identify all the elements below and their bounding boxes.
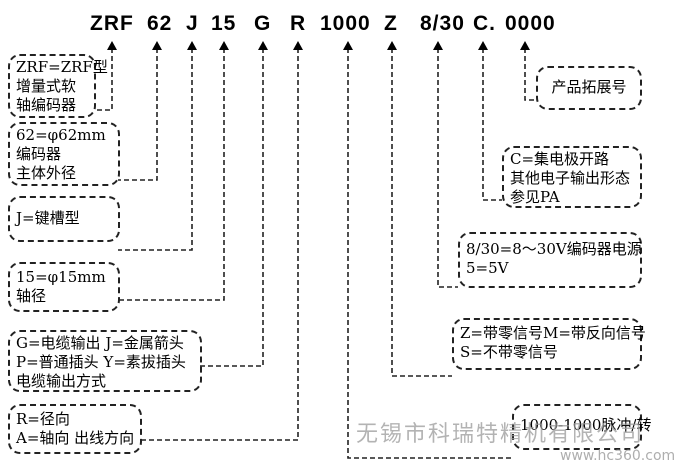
box-connector-line: P=普通插头 Y=素拔插头 bbox=[16, 353, 186, 371]
box-connector-line: G=电缆输出 J=金属箭头 bbox=[16, 334, 184, 352]
line-r bbox=[140, 48, 299, 441]
line-62 bbox=[118, 48, 158, 181]
box-connector: G=电缆输出 J=金属箭头 P=普通插头 Y=素拔插头 电缆输出方式 bbox=[8, 330, 202, 392]
box-zero-line: Z=带零信号M=带反向信号 bbox=[460, 324, 646, 342]
arrow-c bbox=[478, 41, 488, 50]
box-zero-line: S=不带零信号 bbox=[460, 343, 558, 361]
box-output-line: 其他电子输出形态 bbox=[510, 169, 631, 187]
code-c: C. bbox=[473, 12, 496, 35]
box-extension-line: 产品拓展号 bbox=[551, 78, 627, 96]
box-diameter-line: 主体外径 bbox=[16, 164, 77, 182]
box-voltage: 8/30=8～30V编码器电源 5=5V bbox=[458, 232, 642, 288]
box-outlet-line: A=轴向 出线方向 bbox=[16, 429, 135, 447]
code-zrf: ZRF bbox=[90, 12, 134, 35]
box-voltage-line: 8/30=8～30V编码器电源 bbox=[466, 240, 642, 258]
box-zrf-line: 轴编码器 bbox=[16, 96, 77, 114]
box-shaft-line: 轴径 bbox=[16, 287, 47, 305]
arrow-z bbox=[387, 41, 397, 50]
box-zero-signal: Z=带零信号M=带反向信号 S=不带零信号 bbox=[452, 318, 646, 370]
arrow-ext bbox=[520, 41, 530, 50]
box-keyway-line: J=键槽型 bbox=[16, 209, 80, 227]
arrowheads bbox=[107, 41, 530, 50]
connector-lines bbox=[95, 41, 536, 459]
arrow-r bbox=[293, 41, 303, 50]
box-zrf-type: ZRF=ZRF型 增量式软 轴编码器 bbox=[8, 54, 108, 118]
box-voltage-line: 5=5V bbox=[466, 259, 509, 277]
box-zrf-line: ZRF=ZRF型 bbox=[16, 58, 108, 76]
line-z bbox=[391, 48, 452, 377]
box-shaft-line: 15=φ15mm bbox=[16, 268, 106, 286]
arrow-zrf bbox=[107, 41, 117, 50]
line-1000 bbox=[347, 48, 512, 459]
box-output-line: C=集电极开路 bbox=[510, 150, 610, 168]
box-pulses: 1000-1000脉冲/转 bbox=[512, 404, 652, 450]
line-voltage bbox=[437, 48, 458, 288]
box-diameter-line: 62=φ62mm bbox=[16, 126, 106, 144]
watermark-site: www.hc360.com bbox=[560, 448, 675, 464]
code-g: G bbox=[254, 12, 272, 35]
arrow-15 bbox=[219, 41, 229, 50]
code-15: 15 bbox=[211, 12, 237, 35]
code-62: 62 bbox=[147, 12, 173, 35]
arrow-62 bbox=[152, 41, 162, 50]
line-c bbox=[482, 48, 502, 201]
code-z: Z bbox=[384, 12, 398, 35]
box-extension: 产品拓展号 bbox=[536, 66, 642, 110]
arrow-j bbox=[187, 41, 197, 50]
box-pulses-line: 1000-1000脉冲/转 bbox=[520, 416, 652, 434]
arrow-1000 bbox=[343, 41, 353, 50]
line-j bbox=[118, 48, 193, 251]
box-outlet-line: R=径向 bbox=[16, 410, 70, 428]
code-j: J bbox=[186, 12, 199, 35]
box-diameter: 62=φ62mm 编码器 主体外径 bbox=[8, 122, 120, 186]
watermark-text: 无锡市科瑞特精机有限公司 bbox=[356, 422, 645, 447]
code-r: R bbox=[290, 12, 307, 35]
box-output-line: 参见PA bbox=[510, 188, 560, 206]
box-outlet-direction: R=径向 A=轴向 出线方向 bbox=[8, 404, 142, 454]
code-1000: 1000 bbox=[320, 12, 371, 35]
arrow-voltage bbox=[433, 41, 443, 50]
box-zrf-line: 增量式软 bbox=[16, 77, 77, 95]
line-ext bbox=[524, 48, 536, 101]
box-connector-line: 电缆输出方式 bbox=[16, 372, 107, 390]
line-g bbox=[200, 48, 264, 367]
box-keyway: J=键槽型 bbox=[8, 196, 120, 242]
box-shaft-diameter: 15=φ15mm 轴径 bbox=[8, 262, 120, 312]
box-diameter-line: 编码器 bbox=[16, 145, 62, 163]
arrow-g bbox=[258, 41, 268, 50]
box-output-type: C=集电极开路 其他电子输出形态 参见PA bbox=[502, 146, 642, 208]
code-voltage: 8/30 bbox=[420, 12, 465, 35]
line-zrf bbox=[95, 48, 113, 111]
code-ext: 0000 bbox=[505, 12, 556, 35]
line-15 bbox=[118, 48, 225, 301]
